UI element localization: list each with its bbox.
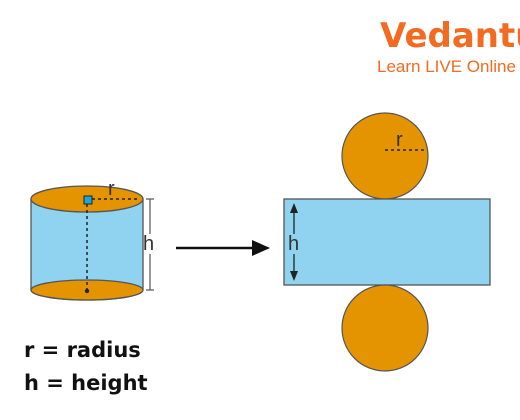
vedantu-logo: Vedantu Learn LIVE Online <box>377 16 520 76</box>
net-bottom-circle <box>341 284 429 372</box>
top-center-marker <box>83 195 93 205</box>
net-radius-label: r <box>396 129 403 151</box>
legend-radius: r = radius <box>24 338 141 362</box>
transform-arrow <box>176 240 270 256</box>
brand-tagline: Learn LIVE Online <box>377 57 516 76</box>
cylinder-net: r h <box>283 112 491 372</box>
legend: r = radius h = height <box>24 338 148 395</box>
net-lateral-rectangle <box>283 198 491 286</box>
cylinder-radius-label: r <box>108 178 115 200</box>
bottom-center-dot <box>84 288 90 294</box>
net-height-arrow <box>290 203 298 281</box>
cylinder: r h <box>30 178 154 301</box>
net-top-circle <box>341 112 429 200</box>
cylinder-height-bracket <box>146 198 154 291</box>
legend-height: h = height <box>24 371 148 395</box>
net-height-label: h <box>288 233 299 255</box>
brand-wordmark: Vedantu <box>380 16 520 56</box>
cylinder-height-label: h <box>143 233 154 255</box>
